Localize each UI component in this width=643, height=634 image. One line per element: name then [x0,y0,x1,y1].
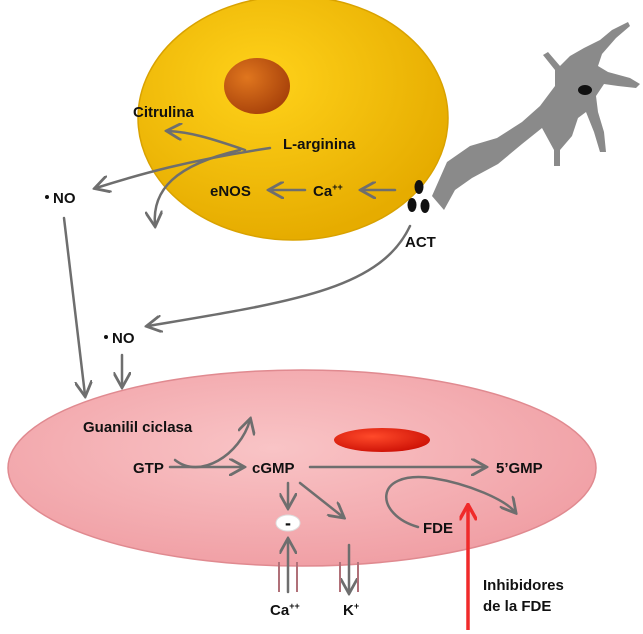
enos-label: eNOS [210,183,251,200]
cgmp-label: cGMP [252,460,295,477]
gtp-label: GTP [133,460,164,477]
arrow-guanilil-activation [173,420,250,469]
act-vesicle [407,198,417,212]
guanilil-ciclasa-label: Guanilil ciclasa [83,419,193,436]
act-label: ACT [405,234,436,251]
inhibitors-label-line2: de la FDE [483,598,551,615]
smooth-muscle-cell [7,369,597,567]
5gmp-label: 5’GMP [496,460,543,477]
inhibition-badge [275,514,301,532]
ca-bottom-label: Ca++ [270,601,300,619]
neuron-nucleus [578,85,592,95]
arrow-act-to-no [148,224,412,326]
smooth-muscle-nucleus [334,428,430,452]
l-arginina-label: L-arginina [283,136,356,153]
act-vesicle [420,199,430,213]
arrow-fde-action [385,475,515,529]
arrow-cgmp-to-k [298,481,343,517]
inhibitors-label-line1: Inhibidores [483,577,564,594]
no-top-label: NO [53,190,76,207]
ca-cell-label: Ca++ [313,182,343,200]
no-radical-dot [104,335,108,339]
neuron-icon [432,22,640,210]
arrow-no-to-guanilil [62,216,85,395]
act-vesicle [414,180,424,194]
k-bottom-label: K+ [343,601,359,619]
fde-label: FDE [423,520,453,537]
citrulina-label: Citrulina [133,104,194,121]
inhibition-minus: - [285,513,291,533]
endothelial-nucleus [224,58,290,114]
no-radical-dot [45,195,49,199]
arrow-enos-conversion [155,148,242,225]
arrow-larginina-to-no [96,146,272,188]
endothelial-cell [137,0,449,241]
no-mid-label: NO [112,330,135,347]
arrow-larginina-to-citrulina [168,131,247,152]
